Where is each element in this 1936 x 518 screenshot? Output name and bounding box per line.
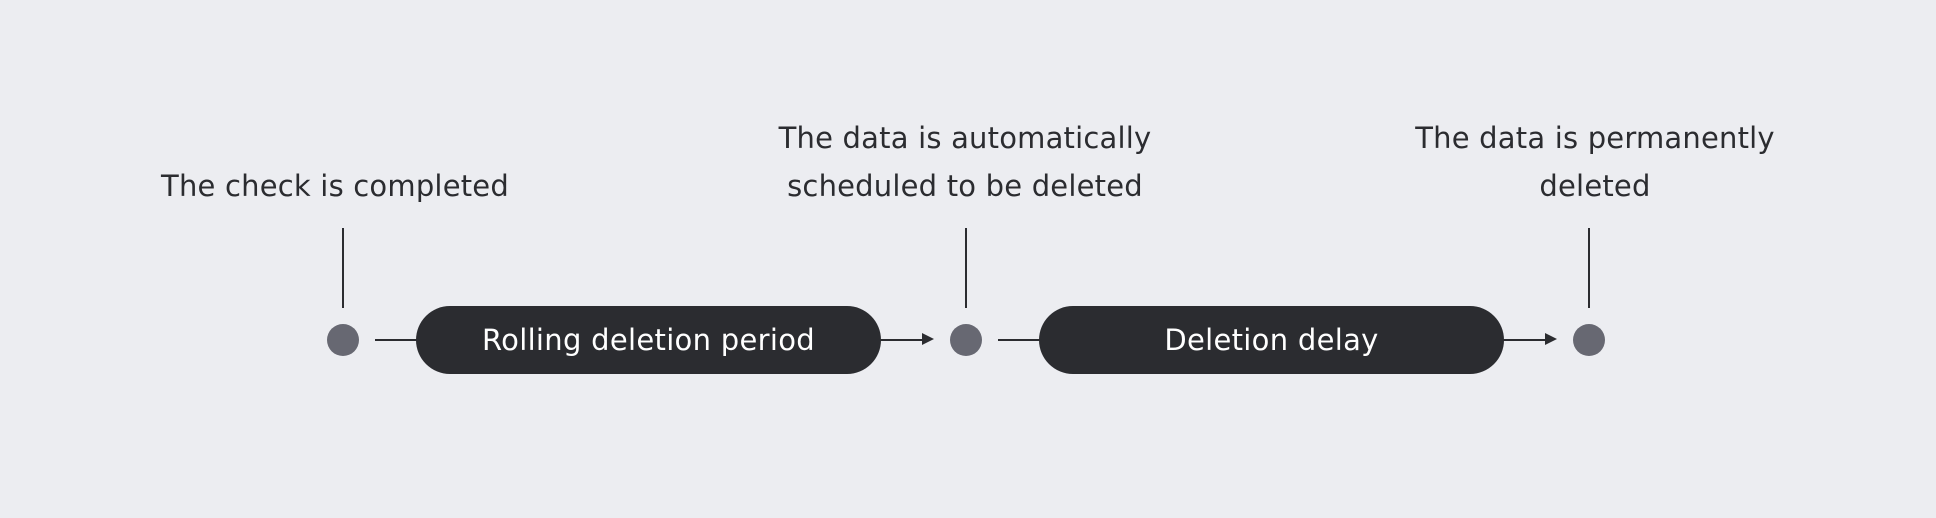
- period-label: Rolling deletion period: [482, 323, 815, 357]
- arrow-head-1: [922, 333, 934, 345]
- period-label: Deletion delay: [1164, 323, 1379, 357]
- connector-line-4: [1503, 339, 1547, 341]
- milestone-caption-scheduled-deletion: The data is automatically scheduled to b…: [778, 121, 1152, 203]
- arrow-head-2: [1545, 333, 1557, 345]
- connector-line-1: [375, 339, 417, 341]
- milestone-dot-3: [1573, 324, 1605, 356]
- connector-line-3: [998, 339, 1040, 341]
- milestone-caption-permanently-deleted: The data is permanently deleted: [1415, 121, 1775, 203]
- milestone-dot-1: [327, 324, 359, 356]
- period-deletion-delay: Deletion delay: [1039, 306, 1504, 374]
- milestone-dot-2: [950, 324, 982, 356]
- milestone-tick-2: [965, 228, 967, 308]
- period-rolling-deletion: Rolling deletion period: [416, 306, 881, 374]
- milestone-caption-check-completed: The check is completed: [161, 169, 509, 203]
- milestone-tick-3: [1588, 228, 1590, 308]
- milestone-tick-1: [342, 228, 344, 308]
- connector-line-2: [880, 339, 924, 341]
